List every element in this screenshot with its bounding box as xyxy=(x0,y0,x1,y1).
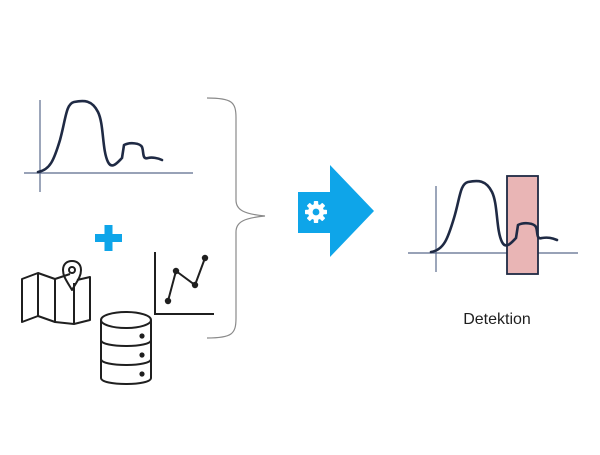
plus-icon xyxy=(95,225,122,251)
detection-label: Detektion xyxy=(463,311,531,328)
line-chart-point xyxy=(172,267,180,275)
output-signal-chart xyxy=(408,175,578,275)
line-chart-point xyxy=(191,281,199,289)
signal-curve-icon xyxy=(36,99,164,174)
line-chart-icon xyxy=(154,252,214,315)
input-signal-chart xyxy=(24,99,193,192)
database-icon xyxy=(100,311,152,385)
gear-arrow-icon xyxy=(298,165,374,257)
curly-brace-icon xyxy=(206,97,266,339)
map-pin-icon xyxy=(21,260,91,325)
detection-curve-icon xyxy=(429,179,559,254)
line-chart-point xyxy=(164,297,172,305)
line-chart-point xyxy=(201,254,209,262)
